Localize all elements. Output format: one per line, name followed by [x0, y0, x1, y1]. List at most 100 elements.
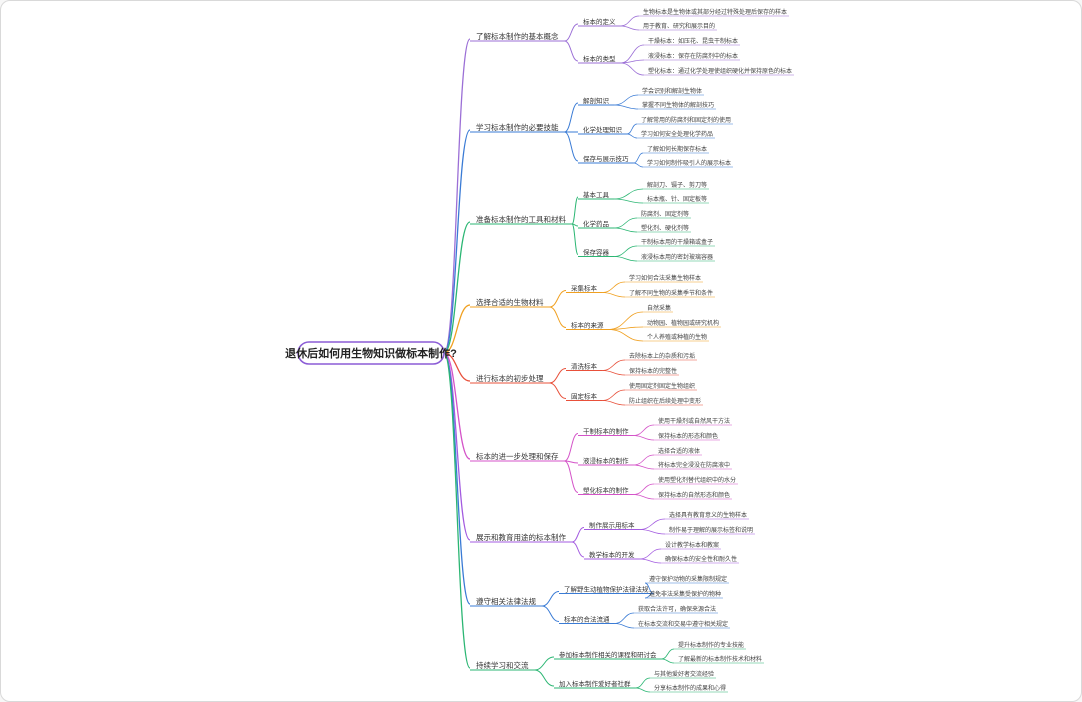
branch-2-sub-1-leaf-1[interactable]: 学会识别和解剖生物体 [642, 87, 702, 95]
branch-6-sub-3-label[interactable]: 塑化标本的制作 [583, 486, 629, 495]
branch-5-sub-1-label[interactable]: 清洗标本 [571, 362, 598, 371]
branch-3-sub-3-leaf-1[interactable]: 干制标本用的干燥箱或盒子 [641, 238, 713, 246]
branch-8-sub-2-leaf-2[interactable]: 在标本交流和交易中遵守相关规定 [638, 620, 728, 628]
branch-6-sub-1-label[interactable]: 干制标本的制作 [583, 427, 629, 436]
connector-line [614, 623, 635, 629]
branch-8-sub-1-leaf-1[interactable]: 遵守保护动物的采集限制规定 [649, 575, 727, 583]
branch-9-sub-2-leaf-1[interactable]: 与其他爱好者交流经验 [654, 670, 714, 678]
branch-4-sub-2-label[interactable]: 标本的来源 [571, 321, 604, 330]
branch-8-sub-1-label[interactable]: 了解野生动植物保护法律法规 [564, 585, 649, 594]
connector-line [549, 306, 567, 328]
branch-1-sub-2-leaf-1[interactable]: 干燥标本：如压花、昆虫干制标本 [648, 37, 738, 45]
branch-2-sub-3-leaf-1[interactable]: 了解如何长期保存标本 [647, 145, 707, 153]
branch-6-sub-1-leaf-2[interactable]: 保持标本的形态和颜色 [658, 432, 718, 440]
root-node[interactable]: 退休后如何用生物知识做标本制作? [285, 341, 457, 365]
branch-2-sub-2-leaf-1[interactable]: 了解常用的防腐剂和固定剂的使用 [641, 116, 731, 124]
branch-7-sub-2-leaf-2[interactable]: 确保标本的安全性和耐久性 [665, 555, 737, 563]
branch-2-sub-3-label[interactable]: 保存与展示技巧 [583, 154, 629, 163]
connector-line [608, 326, 644, 330]
branch-6-sub-3-leaf-2[interactable]: 保持标本的自然形态和颜色 [658, 491, 730, 499]
branch-4-sub-2-leaf-1[interactable]: 自然采集 [647, 304, 671, 312]
branch-7-sub-1-leaf-1[interactable]: 选择具有教育意义的生物样本 [669, 511, 747, 519]
branch-3-sub-1-leaf-1[interactable]: 解剖刀、镊子、剪刀等 [647, 181, 707, 189]
branch-1-sub-1-label[interactable]: 标本的定义 [583, 17, 616, 26]
connector-line [601, 292, 626, 298]
connector-line [613, 198, 644, 204]
branch-1-sub-1-leaf-1[interactable]: 生物标本是生物体或其部分经过特殊处理后保存的样本 [643, 8, 787, 16]
branch-8-sub-1-leaf-2[interactable]: 避免非法采集受保护的物种 [649, 590, 721, 598]
branch-2-sub-2-label[interactable]: 化学处理知识 [583, 125, 623, 134]
connector-line [534, 669, 555, 687]
branch-6-label[interactable]: 标本的进一步处理和保存 [476, 451, 559, 461]
branch-3-sub-1-leaf-2[interactable]: 标本瓶、针、固定板等 [647, 195, 707, 203]
branch-9-label[interactable]: 持续学习和交流 [476, 660, 529, 670]
branch-7-sub-1-label[interactable]: 制作展示用标本 [589, 521, 635, 530]
connector-line [633, 435, 655, 441]
branch-1-label[interactable]: 了解标本制作的基本概念 [476, 31, 559, 41]
branch-3-sub-1-label[interactable]: 基本工具 [583, 190, 610, 199]
branch-5-sub-2-leaf-1[interactable]: 使用固定剂固定生物组织 [629, 382, 695, 390]
branch-5-sub-2-label[interactable]: 固定标本 [571, 392, 598, 401]
branch-3-sub-2-label[interactable]: 化学药品 [583, 219, 609, 228]
branch-6-sub-1-leaf-1[interactable]: 使用干燥剂或自然风干方法 [658, 417, 730, 425]
connector-line [620, 25, 640, 31]
branch-2-label[interactable]: 学习标本制作的必要技能 [476, 122, 559, 132]
branch-9-sub-1-label[interactable]: 参加标本制作相关的课程和研讨会 [559, 650, 657, 659]
branch-3-sub-2-leaf-1[interactable]: 防腐剂、固定剂等 [641, 210, 689, 218]
connector-line [613, 188, 644, 200]
connector-line [549, 290, 567, 308]
branch-4-label[interactable]: 选择合适的生物材料 [476, 297, 544, 307]
branch-9-sub-2-label[interactable]: 加入标本制作爱好者社群 [559, 679, 631, 688]
branch-3-sub-3-leaf-2[interactable]: 液浸标本用的密封玻璃容器 [641, 253, 713, 261]
branch-4-sub-2-leaf-3[interactable]: 个人养殖或种植的生物 [647, 333, 707, 341]
connector-line [620, 62, 645, 76]
branch-3-sub-3-label[interactable]: 保存容器 [583, 248, 610, 257]
branch-4-sub-1-leaf-2[interactable]: 了解不同生物的采集季节和条件 [629, 289, 713, 297]
connector-line [443, 38, 471, 354]
connector-line [564, 433, 579, 462]
connector-line [633, 152, 644, 164]
branch-2-sub-1-leaf-2[interactable]: 掌握不同生物体的解剖技巧 [642, 101, 714, 109]
branch-8-sub-2-leaf-1[interactable]: 获取合法许可，确保来源合法 [638, 605, 716, 613]
branch-3-sub-2-leaf-2[interactable]: 塑化剂、硬化剂等 [641, 224, 689, 232]
connector-line [608, 311, 644, 330]
branch-6-sub-2-leaf-2[interactable]: 将标本完全浸没在防腐液中 [658, 461, 730, 469]
branch-3-label[interactable]: 准备标本制作的工具和材料 [476, 214, 566, 224]
connector-line [633, 464, 655, 470]
branch-8-label[interactable]: 遵守相关法律法规 [476, 596, 536, 606]
branch-1-sub-2-leaf-2[interactable]: 液浸标本：保存在防腐剂中的标本 [648, 52, 738, 60]
branch-6-sub-2-leaf-1[interactable]: 选择合适的液体 [658, 447, 700, 455]
branch-9-sub-1-leaf-1[interactable]: 提升标本制作的专业技能 [678, 641, 744, 649]
branch-4-sub-1-leaf-1[interactable]: 学习如何合法采集生物样本 [629, 274, 701, 282]
connector-line [639, 558, 662, 564]
connector-line [601, 281, 626, 293]
branch-1-sub-2-leaf-3[interactable]: 塑化标本：通过化学处理使组织硬化并保持原色的标本 [648, 67, 792, 75]
branch-8-sub-2-label[interactable]: 标本的合法流通 [564, 615, 610, 624]
branch-6-sub-3-leaf-1[interactable]: 使用塑化剂替代组织中的水分 [658, 476, 736, 484]
connector-line [571, 223, 579, 255]
branch-9-sub-2-leaf-2[interactable]: 分享标本制作的成果和心得 [654, 684, 726, 692]
connector-line [613, 104, 639, 110]
branch-2-sub-2-leaf-2[interactable]: 学习如何安全处理化学药品 [641, 130, 713, 138]
branch-2-sub-3-leaf-2[interactable]: 学习如何制作吸引人的展示标本 [647, 159, 731, 167]
branch-7-sub-1-leaf-2[interactable]: 制作易于理解的展示标签和说明 [669, 526, 753, 534]
branch-7-sub-2-label[interactable]: 教学标本的开发 [589, 550, 635, 559]
branch-4-sub-1-label[interactable]: 采集标本 [571, 284, 598, 293]
connector-line [661, 648, 675, 660]
branch-6-sub-2-label[interactable]: 液浸标本的制作 [583, 456, 629, 465]
branch-4-sub-2-leaf-2[interactable]: 动物园、植物园或研究机构 [647, 319, 719, 327]
branch-5-sub-2-leaf-2[interactable]: 防止组织在后续处理中变形 [629, 397, 701, 405]
connector-line [601, 389, 626, 401]
connector-line [534, 656, 555, 671]
branch-5-sub-1-leaf-1[interactable]: 去除标本上的杂质和污垢 [629, 352, 695, 360]
branch-1-sub-1-leaf-2[interactable]: 用于教育、研究和展示目的 [643, 22, 715, 30]
branch-1-sub-2-label[interactable]: 标本的类型 [583, 54, 616, 63]
branch-7-label[interactable]: 展示和教育用途的标本制作 [476, 532, 566, 542]
branch-5-label[interactable]: 进行标本的初步处理 [476, 373, 544, 383]
branch-2-sub-1-label[interactable]: 解剖知识 [583, 96, 610, 105]
branch-5-sub-1-leaf-2[interactable]: 保持标本的完整性 [629, 367, 677, 375]
branch-7-sub-2-leaf-1[interactable]: 设计教学标本和教案 [665, 541, 719, 549]
connector-line [639, 529, 666, 535]
branch-9-sub-1-leaf-2[interactable]: 了解最新的标本制作技术和材料 [678, 655, 762, 663]
connector-line [620, 59, 645, 64]
